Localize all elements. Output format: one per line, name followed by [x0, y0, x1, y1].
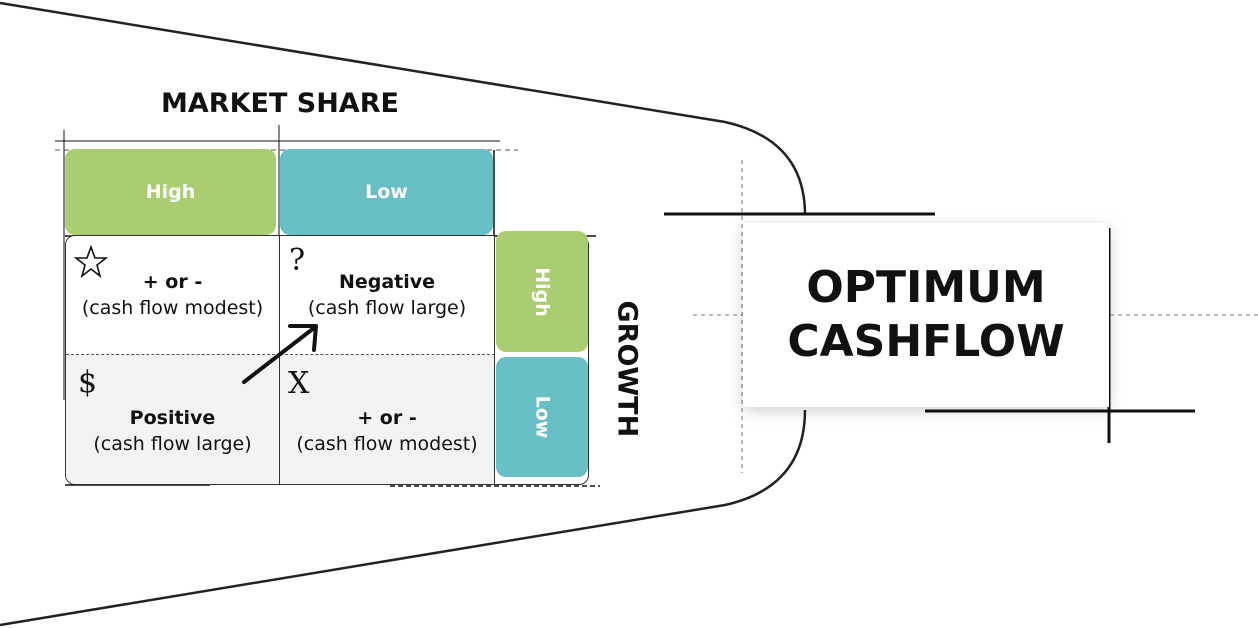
quadrant-dog: + or - (cash flow modest) [280, 355, 495, 484]
quadrant-dollar-line1: Positive [129, 406, 216, 429]
funnel-top-edge [0, 1, 807, 216]
quadrant-question-line2: (cash flow large) [307, 297, 467, 319]
quadrant-question-line1: Negative [338, 271, 436, 293]
quadrant-dollar-line2: (cash flow large) [93, 432, 252, 455]
quadrant-star: + or - (cash flow modest) [66, 236, 280, 355]
market-share-high-header: High [65, 149, 276, 235]
question-mark-icon: ? [289, 243, 306, 278]
arrow-icon [242, 324, 318, 384]
growth-low-label: Low [531, 395, 553, 439]
quadrant-dog-line2: (cash flow modest) [296, 432, 478, 455]
optimum-line1: OPTIMUM [806, 262, 1046, 313]
growth-high-header: High [496, 231, 588, 352]
growth-high-label: High [530, 266, 553, 317]
market-share-low-header: Low [280, 149, 493, 235]
growth-low-header: Low [496, 357, 588, 477]
optimum-line2: CASHFLOW [787, 316, 1065, 367]
quadrant-star-line1: + or - [142, 271, 203, 293]
funnel-bottom-edge [0, 409, 807, 627]
quadrant-dollar: Positive (cash flow large) [66, 355, 280, 484]
x-mark-icon: X [288, 366, 310, 401]
star-icon [74, 245, 108, 279]
growth-title: GROWTH [611, 300, 643, 438]
quadrant-star-line2: (cash flow modest) [81, 297, 264, 319]
quadrant-dog-line1: + or - [357, 406, 417, 429]
market-share-low-label: Low [365, 181, 408, 203]
market-share-title: MARKET SHARE [161, 88, 399, 119]
dollar-icon: $ [78, 365, 98, 400]
optimum-cashflow-box: OPTIMUM CASHFLOW [743, 223, 1109, 407]
market-share-high-label: High [145, 181, 196, 203]
